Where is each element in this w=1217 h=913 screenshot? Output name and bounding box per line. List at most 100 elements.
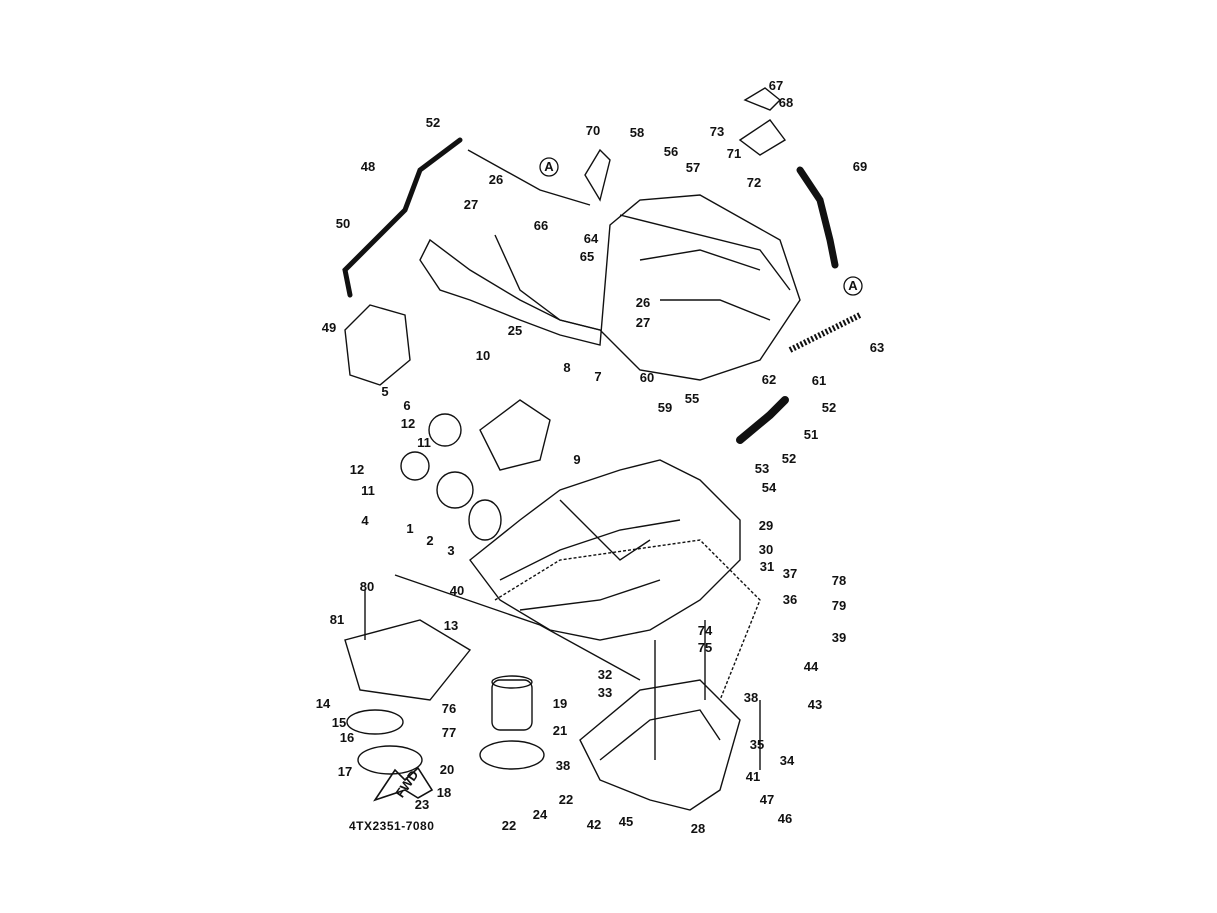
- part-label-22: 22: [502, 818, 516, 833]
- part-label-54: 54: [762, 480, 777, 495]
- reference-marker-a: A: [544, 159, 554, 174]
- part-outlines: [342, 87, 862, 811]
- part-label-22: 22: [559, 792, 573, 807]
- oil-strainer: [344, 619, 472, 701]
- part-label-70: 70: [586, 123, 600, 138]
- part-label-35: 35: [750, 737, 764, 752]
- part-label-34: 34: [780, 753, 795, 768]
- part-label-38: 38: [556, 758, 570, 773]
- part-label-36: 36: [783, 592, 797, 607]
- fwd-arrow-icon: [373, 766, 434, 802]
- pump-cover: [468, 499, 502, 541]
- part-label-45: 45: [619, 814, 633, 829]
- part-label-17: 17: [338, 764, 352, 779]
- part-label-14: 14: [316, 696, 331, 711]
- part-label-2: 2: [426, 533, 433, 548]
- part-label-7: 7: [594, 369, 601, 384]
- gear: [428, 413, 462, 447]
- part-label-53: 53: [755, 461, 769, 476]
- hose-48: [342, 137, 463, 298]
- part-label-49: 49: [322, 320, 336, 335]
- part-label-21: 21: [553, 723, 567, 738]
- part-label-71: 71: [727, 146, 741, 161]
- part-label-72: 72: [747, 175, 761, 190]
- part-label-10: 10: [476, 348, 490, 363]
- part-label-26: 26: [636, 295, 650, 310]
- part-label-80: 80: [360, 579, 374, 594]
- upper-crankcase: [419, 194, 801, 381]
- part-label-37: 37: [783, 566, 797, 581]
- part-label-18: 18: [437, 785, 451, 800]
- hose-61: [788, 312, 862, 353]
- hose-51: [736, 396, 789, 444]
- oil-filter: [491, 679, 533, 731]
- strainer-plate: [357, 745, 423, 775]
- part-label-19: 19: [553, 696, 567, 711]
- part-label-30: 30: [759, 542, 773, 557]
- part-label-13: 13: [444, 618, 458, 633]
- part-label-20: 20: [440, 762, 454, 777]
- part-label-32: 32: [598, 667, 612, 682]
- part-label-11: 11: [417, 435, 431, 450]
- part-label-75: 75: [698, 640, 712, 655]
- part-label-47: 47: [760, 792, 774, 807]
- part-label-63: 63: [870, 340, 884, 355]
- gear: [400, 451, 430, 481]
- part-label-69: 69: [853, 159, 867, 174]
- reference-marker-circle: [539, 157, 559, 177]
- part-label-56: 56: [664, 144, 678, 159]
- oil-pan-gasket: [494, 539, 761, 701]
- filter-housing: [479, 740, 545, 770]
- part-label-27: 27: [636, 315, 650, 330]
- part-label-50: 50: [336, 216, 350, 231]
- pipe-25: [494, 234, 601, 331]
- part-label-79: 79: [832, 598, 846, 613]
- part-label-67: 67: [769, 78, 783, 93]
- lower-crankcase: [469, 459, 741, 641]
- part-label-24: 24: [533, 807, 548, 822]
- part-label-78: 78: [832, 573, 846, 588]
- part-label-62: 62: [762, 372, 776, 387]
- part-label-44: 44: [804, 659, 819, 674]
- catalog-code: 4TX2351-7080: [349, 819, 435, 833]
- part-label-43: 43: [808, 697, 822, 712]
- reference-marker-circle: [843, 276, 863, 296]
- part-label-12: 12: [401, 416, 415, 431]
- part-label-48: 48: [361, 159, 375, 174]
- part-label-4: 4: [361, 513, 369, 528]
- part-label-55: 55: [685, 391, 699, 406]
- part-label-28: 28: [691, 821, 705, 836]
- part-label-77: 77: [442, 725, 456, 740]
- strainer-seal: [346, 709, 404, 735]
- part-label-15: 15: [332, 715, 346, 730]
- part-label-52: 52: [426, 115, 440, 130]
- part-label-9: 9: [573, 452, 580, 467]
- part-label-74: 74: [698, 623, 713, 638]
- part-label-65: 65: [580, 249, 594, 264]
- part-label-23: 23: [415, 797, 429, 812]
- part-label-8: 8: [563, 360, 570, 375]
- part-label-73: 73: [710, 124, 724, 139]
- part-label-46: 46: [778, 811, 792, 826]
- part-label-51: 51: [804, 427, 818, 442]
- part-label-25: 25: [508, 323, 522, 338]
- oil-pan: [579, 679, 741, 811]
- part-label-59: 59: [658, 400, 672, 415]
- part-label-39: 39: [832, 630, 846, 645]
- water-pump-cover: [344, 304, 411, 386]
- part-label-68: 68: [779, 95, 793, 110]
- part-label-11: 11: [361, 483, 375, 498]
- part-label-26: 26: [489, 172, 503, 187]
- part-label-52: 52: [822, 400, 836, 415]
- part-label-64: 64: [584, 231, 599, 246]
- part-label-38: 38: [744, 690, 758, 705]
- part-label-6: 6: [403, 398, 410, 413]
- part-label-66: 66: [534, 218, 548, 233]
- part-label-12: 12: [350, 462, 364, 477]
- part-label-16: 16: [340, 730, 354, 745]
- part-label-41: 41: [746, 769, 760, 784]
- hose-69: [796, 166, 839, 269]
- part-label-42: 42: [587, 817, 601, 832]
